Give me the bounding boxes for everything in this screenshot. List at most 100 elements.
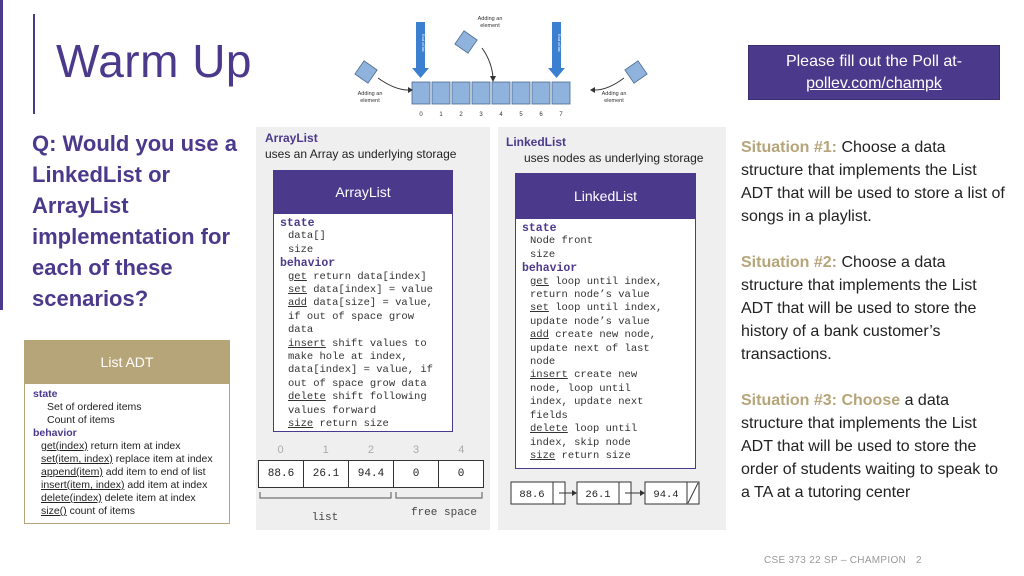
linkedlist-method-line: node — [522, 356, 689, 369]
poll-link[interactable]: pollev.com/champk — [806, 75, 942, 92]
linkedlist-method-line: index, skip node — [522, 437, 689, 450]
arraylist-index: 0 — [277, 444, 284, 456]
slide-footer: CSE 373 22 SP – CHAMPION — [764, 555, 907, 566]
list-adt-method-name: delete(index) — [41, 492, 102, 504]
list-adt-method-name: insert(item, index) — [41, 479, 125, 491]
linkedlist-method-name: insert — [530, 369, 568, 382]
poll-text: Please fill out the Poll at- — [785, 53, 963, 70]
list-adt-method-name: append(item) — [41, 466, 103, 478]
diagram-index: 5 — [519, 112, 523, 118]
list-adt-method-desc: return item at index — [87, 440, 181, 452]
linkedlist-method-line: return node’s value — [522, 289, 689, 302]
linkedlist-method-text: node, loop until — [530, 382, 631, 395]
linkedlist-node-value: 94.4 — [653, 489, 678, 501]
diagram-index: 0 — [419, 112, 423, 118]
arraylist-method-line: values forward — [280, 405, 446, 418]
page-number: 2 — [916, 555, 922, 566]
diagram-cell — [471, 81, 491, 105]
diagram-index: 1 — [439, 112, 443, 118]
diagram-cell — [491, 81, 511, 105]
arraylist-method-text: data[index] = value, if — [288, 364, 433, 377]
arraylist-method-text: values forward — [288, 404, 377, 417]
arraylist-cell: 0 — [439, 461, 483, 487]
arraylist-state-item: data[] — [288, 230, 326, 243]
situation-item: Situation #3: Choose a data structure th… — [741, 389, 1011, 504]
linkedlist-method-line: size return size — [522, 450, 689, 463]
linkedlist-behavior-keyword: behavior — [522, 262, 578, 276]
arraylist-method-line: get return data[index] — [280, 271, 446, 284]
situation-item: Situation #2: Choose a data structure th… — [741, 251, 1011, 366]
diagram-right-label-2: element — [604, 98, 624, 104]
linkedlist-method-text: loop until index, — [548, 275, 663, 288]
diagram-arrow-right — [594, 77, 625, 91]
diagram-end-arrow-right — [552, 22, 561, 68]
list-adt-method-desc: count of items — [66, 505, 135, 517]
situation-text: Choose a data structure that implements … — [741, 139, 1005, 225]
arraylist-method-line: insert shift values to — [280, 338, 446, 351]
arraylist-method-name: set — [288, 284, 307, 297]
arraylist-behavior-keyword: behavior — [280, 257, 336, 271]
linkedlist-method-text: index, update next — [530, 396, 644, 409]
linkedlist-card-header: LinkedList — [516, 174, 695, 219]
arraylist-method-text: out of space grow data — [288, 377, 427, 390]
list-adt-method: delete(index) delete item at index — [33, 492, 221, 505]
title-rule — [33, 14, 35, 114]
diagram-element-left — [354, 60, 378, 84]
diagram-cell — [411, 81, 431, 105]
situation-label: Situation #3: Choose — [741, 392, 901, 409]
list-adt-method: get(index) return item at index — [33, 440, 221, 453]
diagram-cell — [451, 81, 471, 105]
arraylist-method-text: make hole at index, — [288, 351, 408, 364]
linkedlist-state-keyword: state — [522, 222, 557, 235]
arraylist-method-line: if out of space grow — [280, 311, 446, 324]
diagram-element-right — [624, 60, 648, 84]
diagram-element-top — [454, 30, 478, 54]
linkedlist-method-name: delete — [530, 423, 568, 436]
linkedlist-method-line: get loop until index, — [522, 276, 689, 289]
list-adt-method-desc: add item at index — [124, 479, 208, 491]
arraylist-method-line: set data[index] = value — [280, 284, 446, 297]
linkedlist-method-text: return node’s value — [530, 289, 650, 302]
linkedlist-method-text: loop until — [567, 423, 638, 436]
diagram-cell — [551, 81, 571, 105]
list-adt-state-item: Set of ordered items — [47, 401, 142, 413]
arraylist-method-text: data[index] = value — [306, 284, 433, 297]
linkedlist-panel-title: LinkedList — [506, 135, 567, 149]
arraylist-card-header: ArrayList — [274, 171, 452, 214]
linkedlist-method-text: update node’s value — [530, 315, 650, 328]
diagram-end-text-left: End of list — [421, 34, 426, 52]
list-adt-header: List ADT — [25, 341, 229, 384]
arraylist-index: 3 — [413, 444, 420, 456]
arraylist-method-text: return data[index] — [306, 270, 427, 283]
arraylist-panel-title: ArrayList — [265, 131, 318, 145]
arraylist-method-text: data[size] = value, — [306, 297, 433, 310]
list-adt-method: insert(item, index) add item at index — [33, 479, 221, 492]
arraylist-method-name: delete — [288, 391, 326, 404]
linkedlist-method-line: index, update next — [522, 396, 689, 409]
arraylist-method-text: shift following — [325, 391, 427, 404]
situations-list: Situation #1: Choose a data structure th… — [741, 136, 1011, 504]
diagram-arrow-top — [481, 47, 494, 79]
linkedlist-null-slash — [687, 482, 699, 504]
diagram-right-label-1: Adding an — [602, 91, 627, 97]
arraylist-panel-subtitle: uses an Array as underlying storage — [265, 147, 457, 161]
linkedlist-next-arrowhead — [572, 490, 577, 496]
list-adt-method: append(item) add item to end of list — [33, 466, 221, 479]
diagram-index: 4 — [499, 112, 503, 118]
diagram-cell — [511, 81, 531, 105]
linkedlist-method-text: return size — [555, 449, 631, 462]
linkedlist-method-text: update next of last — [530, 342, 650, 355]
arraylist-list-label: list — [311, 512, 339, 524]
question-text: Q: Would you use a LinkedList or ArrayLi… — [32, 131, 237, 311]
diagram-left-label-1: Adding an — [358, 91, 383, 97]
poll-box: Please fill out the Poll at- pollev.com/… — [748, 45, 1000, 100]
diagram-index: 6 — [539, 112, 543, 118]
linkedlist-next-arrowhead — [640, 490, 645, 496]
diagram-index: 3 — [479, 112, 483, 118]
arraylist-free-space-label: free space — [410, 507, 477, 519]
linkedlist-method-text: create new node, — [548, 329, 657, 342]
arraylist-method-text: shift values to — [325, 337, 427, 350]
linkedlist-panel-subtitle: uses nodes as underlying storage — [524, 151, 704, 165]
